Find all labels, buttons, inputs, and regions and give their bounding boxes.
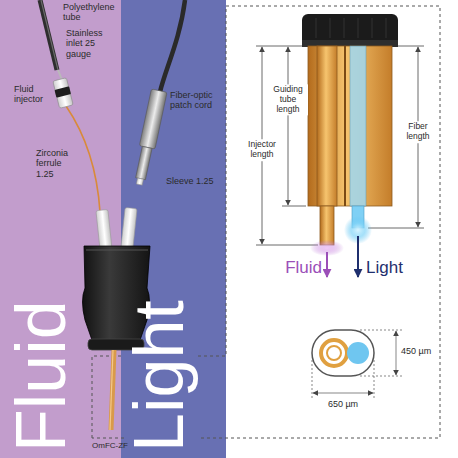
zirconia-ferrule (121, 207, 137, 248)
dimension-label: Guiding tube length (268, 84, 308, 115)
cross-section (327, 346, 341, 360)
dashed-frame (198, 6, 440, 438)
dimension-label: 450 µm (401, 346, 431, 356)
dimension-line (394, 46, 424, 47)
part-name: Zirconia ferrule 1.25 (36, 148, 78, 179)
connector-section (320, 206, 334, 245)
fluid-panel (0, 0, 121, 458)
dashed-frame (92, 438, 124, 439)
dimension-line (312, 360, 374, 398)
dimension-line (288, 47, 289, 205)
output-label: Light (366, 258, 403, 278)
dimension-label: Injector length (242, 139, 282, 161)
output-glow (310, 216, 372, 256)
dimension-label: Fiber length (400, 121, 436, 143)
connector-section (316, 18, 386, 38)
connector-section (302, 14, 398, 47)
zirconia-ferrule (121, 207, 137, 248)
dimension-line (313, 393, 373, 394)
connector-body (111, 350, 114, 430)
patch-cord (160, 0, 185, 92)
part-name: Stainless inlet 25 gauge (66, 28, 110, 59)
connector-body (110, 350, 113, 430)
cross-section (312, 330, 374, 376)
connector-section (308, 46, 392, 206)
panel-word: Light (124, 300, 194, 452)
dimension-line (368, 228, 424, 229)
fluid-injector (58, 70, 62, 80)
output-arrow (357, 236, 359, 277)
dimension-line (256, 245, 318, 246)
part-name: Sleeve 1.25 (166, 176, 218, 186)
light-panel (121, 0, 226, 458)
zirconia-ferrule (96, 207, 137, 250)
dimension-label: 650 µm (328, 399, 358, 409)
zirconia-ferrule (96, 209, 112, 250)
patch-cord (136, 146, 152, 179)
dimension-line (396, 331, 397, 375)
fluid-injector (40, 0, 57, 70)
connector-section (302, 14, 398, 245)
fluid-injector (55, 86, 71, 97)
fluid-injector (52, 78, 73, 109)
zirconia-ferrule (96, 209, 112, 250)
connector-section (317, 46, 337, 206)
output-arrow (327, 236, 358, 277)
dimension-line (282, 206, 306, 207)
fluid-injector (66, 106, 100, 212)
connector-section (344, 46, 346, 206)
output-label: Fluid (274, 258, 322, 278)
fluid-injector (41, 0, 58, 70)
patch-cord (131, 89, 167, 186)
cross-section (321, 340, 347, 366)
dimension-line (312, 330, 402, 398)
output-arrow (326, 252, 328, 277)
model-name: OmFC-ZF (92, 441, 128, 450)
dimension-line (256, 46, 306, 47)
patch-cord (136, 178, 143, 185)
part-name: Polyethylene tube (63, 2, 119, 23)
cross-section (347, 342, 369, 364)
part-name: Fiber-optic patch cord (170, 90, 222, 111)
dashed-frame (92, 356, 124, 438)
fluid-injector (53, 78, 73, 109)
part-name: Fluid injector (14, 84, 54, 105)
panel-word: Fluid (6, 300, 76, 452)
connector-body (86, 250, 148, 251)
cross-section (312, 330, 374, 376)
patch-cord (139, 89, 167, 149)
connector-section (350, 46, 366, 206)
dimension-line (360, 330, 402, 376)
